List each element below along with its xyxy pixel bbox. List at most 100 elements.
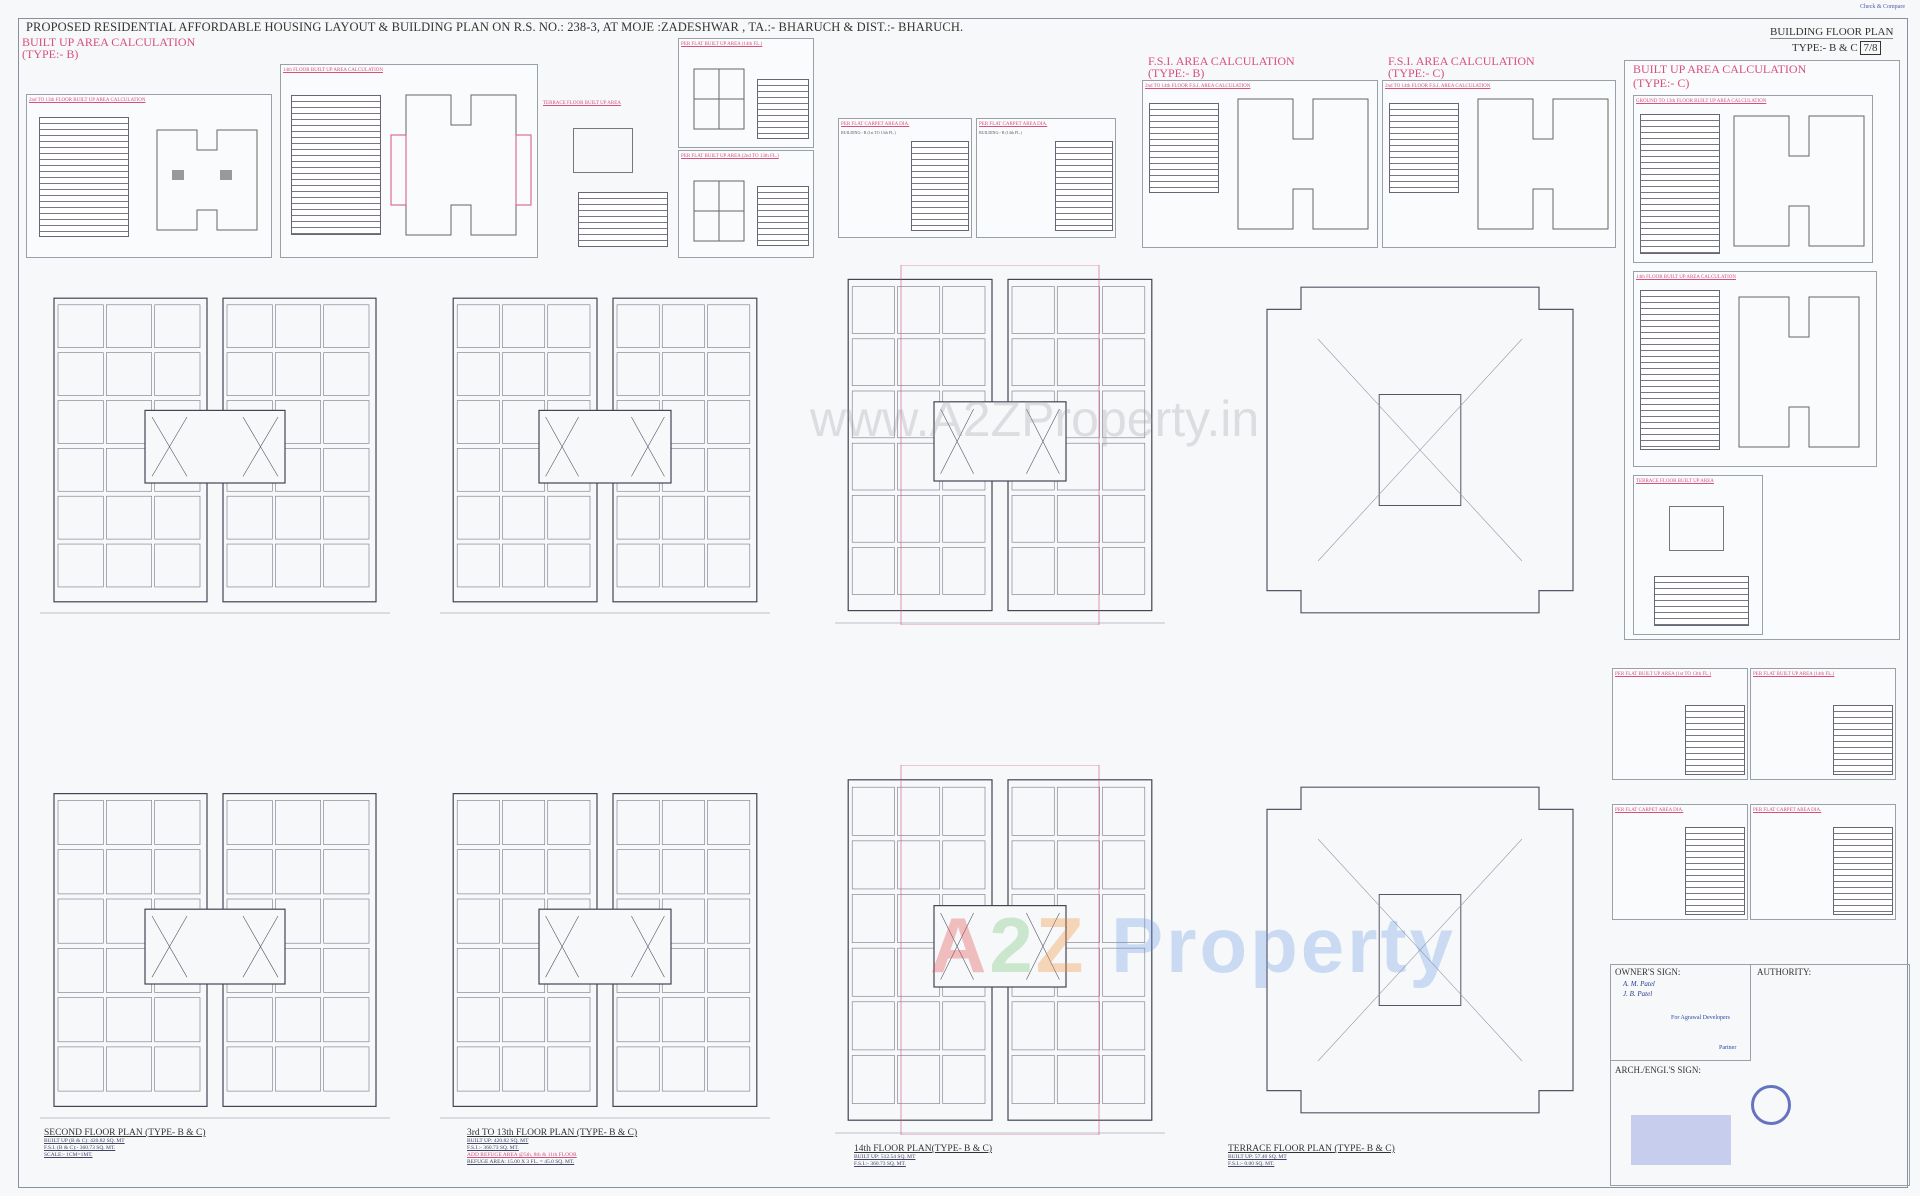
floor-plan-drawing bbox=[440, 793, 770, 1119]
room bbox=[502, 400, 546, 444]
room bbox=[1056, 547, 1100, 595]
room bbox=[275, 352, 321, 396]
room bbox=[616, 1046, 660, 1092]
room bbox=[323, 352, 370, 396]
builtup-c-type: (TYPE:- C) bbox=[1633, 76, 1690, 90]
terrace-diagram bbox=[1669, 506, 1724, 551]
floor-plan-drawing bbox=[1266, 786, 1574, 1114]
room bbox=[57, 400, 104, 444]
room bbox=[1056, 786, 1100, 836]
room bbox=[226, 1046, 273, 1092]
logo-word: Property bbox=[1111, 901, 1456, 989]
arch-sign-label: ARCH./ENGI.'S SIGN: bbox=[1615, 1065, 1701, 1075]
room bbox=[57, 543, 104, 588]
terrace-outline bbox=[1266, 286, 1574, 614]
plan-caption-second: SECOND FLOOR PLAN (TYPE- B & C) BUILT UP… bbox=[44, 1128, 206, 1159]
area-table bbox=[578, 192, 668, 247]
room bbox=[1102, 947, 1146, 997]
room bbox=[57, 1046, 104, 1092]
room bbox=[456, 400, 500, 444]
room bbox=[106, 849, 152, 895]
room bbox=[897, 442, 941, 491]
room bbox=[942, 1055, 986, 1104]
lift-shaft bbox=[545, 416, 665, 477]
lift-shaft bbox=[151, 915, 279, 978]
terrace-boundary bbox=[900, 265, 1100, 625]
calc-subtitle: 14th FLOOR BUILT UP AREA CALCULATION bbox=[1636, 275, 1736, 280]
room bbox=[57, 898, 104, 944]
room bbox=[897, 786, 941, 836]
room bbox=[851, 442, 895, 491]
room bbox=[707, 849, 751, 895]
calc-ground-13th-c: GROUND TO 13th FLOOR BUILT UP AREA CALCU… bbox=[1633, 95, 1873, 263]
room bbox=[897, 1055, 941, 1104]
area-table bbox=[911, 141, 969, 231]
plan-caption-line: BUILT UP: 420.82 SQ. MT bbox=[467, 1138, 529, 1144]
room bbox=[57, 800, 104, 845]
per-flat-builtup-c-1: PER FLAT BUILT UP AREA (1st TO 13th FL.) bbox=[1612, 668, 1748, 780]
room bbox=[154, 1046, 201, 1092]
fsi-b-heading: F.S.I. AREA CALCULATION(TYPE:- B) bbox=[1148, 55, 1295, 79]
room bbox=[323, 800, 370, 845]
room bbox=[661, 1046, 705, 1092]
room bbox=[226, 304, 273, 349]
room bbox=[502, 495, 546, 540]
room bbox=[1102, 390, 1146, 439]
room bbox=[616, 543, 660, 588]
lift-shaft bbox=[940, 408, 1060, 474]
signature-block: OWNER'S SIGN: A. M. Patel J. B. Patel Fo… bbox=[1610, 964, 1910, 1186]
room bbox=[275, 1046, 321, 1092]
room bbox=[154, 352, 201, 396]
room bbox=[1011, 786, 1055, 836]
carpet-c-2: PER FLAT CARPET AREA DIA. bbox=[1750, 804, 1896, 920]
plan-caption-line: BUILT UP (B & C): 420.82 SQ. MT bbox=[44, 1138, 125, 1144]
panel-subtitle: BUILDING:- B (14th FL.) bbox=[979, 130, 1022, 135]
room bbox=[942, 495, 986, 543]
area-diagram bbox=[156, 129, 258, 231]
refuge-note: ADD REFUGE AREA @5th, 8th & 11th FLOOR bbox=[467, 1152, 577, 1158]
room bbox=[106, 352, 152, 396]
room bbox=[226, 997, 273, 1043]
room bbox=[456, 1046, 500, 1092]
area-table bbox=[757, 186, 809, 246]
panel-title: PER FLAT BUILT UP AREA (14th FL.) bbox=[681, 42, 763, 47]
room bbox=[616, 304, 660, 349]
room bbox=[502, 898, 546, 944]
plan-caption-line: F.S.I. (B & C):- 360.73 SQ. MT. bbox=[44, 1145, 116, 1151]
builtup-b-type: (TYPE:- B) bbox=[22, 47, 79, 61]
room bbox=[707, 1046, 751, 1092]
fsi-b-panel: 2nd TO 14th FLOOR F.S.I. AREA CALCULATIO… bbox=[1142, 80, 1378, 248]
plan-type: TYPE:- B & C 7/8 bbox=[1792, 41, 1881, 55]
room bbox=[1056, 1001, 1100, 1051]
room bbox=[1102, 786, 1146, 836]
area-diagram bbox=[1733, 115, 1865, 247]
room bbox=[707, 543, 751, 588]
room bbox=[323, 948, 370, 993]
room bbox=[897, 495, 941, 543]
room bbox=[707, 304, 751, 349]
room bbox=[1102, 1001, 1146, 1051]
room bbox=[942, 547, 986, 595]
panel-title: PER FLAT BUILT UP AREA (1st TO 13th FL.) bbox=[1615, 672, 1712, 677]
room bbox=[106, 997, 152, 1043]
calc-subtitle: 2nd TO 13th FLOOR BUILT UP AREA CALCULAT… bbox=[29, 98, 146, 103]
plan-caption-line: F.S.I.:- 360.73 SQ. MT. bbox=[854, 1161, 906, 1167]
room bbox=[1056, 840, 1100, 890]
plan-caption-line: SCALE:- 1CM=1MT. bbox=[44, 1152, 93, 1158]
calc-2nd-13th-b: 2nd TO 13th FLOOR BUILT UP AREA CALCULAT… bbox=[26, 94, 272, 258]
roof-slope-lines bbox=[1317, 838, 1523, 1062]
room bbox=[661, 543, 705, 588]
room bbox=[707, 800, 751, 845]
builtup-c-panel: BUILT UP AREA CALCULATION (TYPE:- C) GRO… bbox=[1624, 60, 1900, 640]
room bbox=[502, 448, 546, 492]
room bbox=[106, 304, 152, 349]
room bbox=[456, 948, 500, 993]
logo-a: A bbox=[930, 901, 990, 989]
area-diagram bbox=[390, 94, 532, 236]
room bbox=[851, 1001, 895, 1051]
drawing-frame bbox=[18, 18, 1908, 1188]
room bbox=[616, 352, 660, 396]
room bbox=[851, 338, 895, 386]
plan-caption-terrace: TERRACE FLOOR PLAN (TYPE- B & C) BUILT U… bbox=[1228, 1144, 1395, 1168]
fsi-c-type: (TYPE:- C) bbox=[1388, 66, 1445, 80]
